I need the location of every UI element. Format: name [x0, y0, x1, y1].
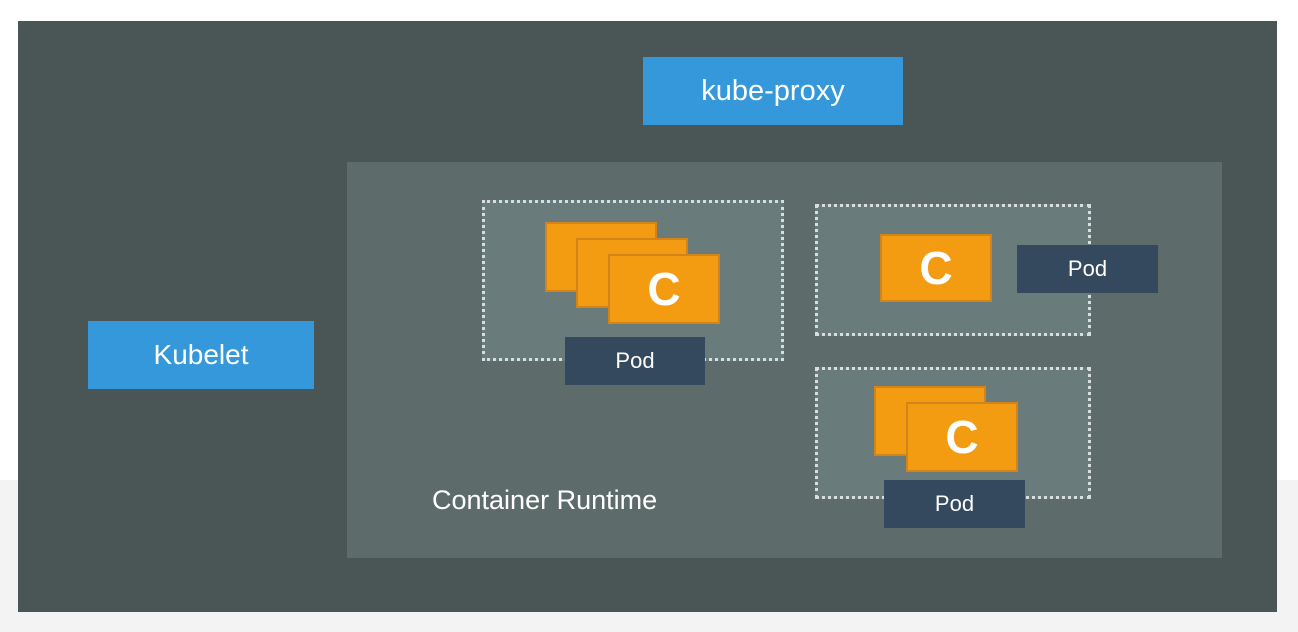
pod-1-container-front: C — [608, 254, 720, 324]
pod-2-container-label: C — [919, 242, 953, 294]
pod-3-container-label: C — [945, 411, 979, 463]
kube-proxy-box: kube-proxy — [643, 57, 903, 125]
kubelet-box: Kubelet — [88, 321, 314, 389]
pod-3-label: Pod — [884, 480, 1025, 528]
pod-2-container: C — [880, 234, 992, 302]
pod-3-container-front: C — [906, 402, 1018, 472]
container-runtime-label: Container Runtime — [432, 485, 658, 515]
pod-1-label: Pod — [565, 337, 705, 385]
pod-2-label: Pod — [1017, 245, 1158, 293]
pod-1-container-label: C — [647, 263, 681, 315]
kubelet-label: Kubelet — [153, 339, 249, 370]
kube-proxy-label: kube-proxy — [701, 74, 845, 107]
